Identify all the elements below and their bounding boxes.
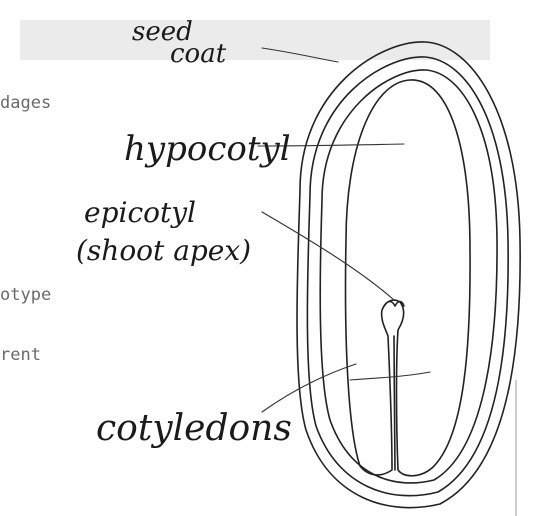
epicotyl-label: epicotyl	[84, 196, 196, 229]
shoot-apex-label: (shoot apex)	[76, 234, 251, 267]
hypocotyl-label: hypocotyl	[124, 129, 291, 169]
cotyledons-label: cotyledons	[96, 408, 292, 449]
background-text-line-1: dages	[0, 93, 51, 113]
seed-coat-outer-outline	[297, 42, 520, 508]
background-text-line-2: otype	[0, 285, 51, 305]
background-text-line-3: rent	[0, 345, 41, 365]
epicotyl-leader-line	[262, 212, 394, 300]
seed-coat-label-line-2: coat	[170, 39, 227, 69]
embryo-outline	[346, 80, 471, 476]
cotyledon-split-line	[394, 336, 395, 470]
paper-smudge	[20, 20, 490, 60]
